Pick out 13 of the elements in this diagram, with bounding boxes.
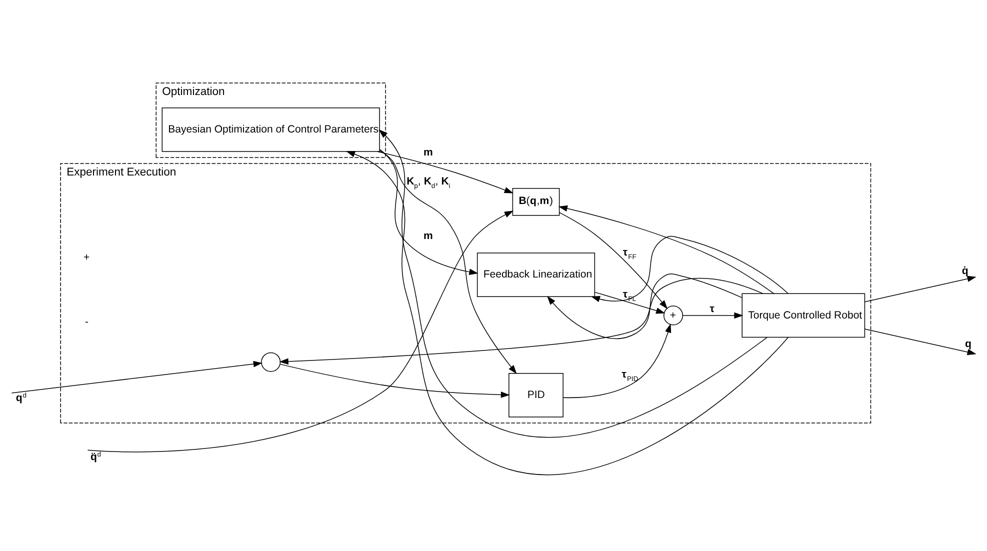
edge-label: m [424, 146, 433, 158]
edge-label: τ [710, 302, 714, 314]
label: - [85, 316, 89, 328]
edge-label: q̇ [962, 264, 968, 276]
edge-label: q̈$^{d}$ [90, 450, 102, 463]
edge-label: τ$_{PID}$ [622, 368, 638, 382]
edge-label: K$_{p}$, K$_{d}$, K$_{i}$ [406, 175, 450, 190]
edge-label: τ$_{FF}$ [622, 246, 636, 260]
edge-label: τ$_{FL}$ [622, 288, 636, 303]
edge-label: q [965, 337, 972, 350]
edge-label: q$^{d}$ [16, 392, 26, 404]
edge-label: m [424, 229, 433, 242]
label: + [84, 250, 90, 263]
